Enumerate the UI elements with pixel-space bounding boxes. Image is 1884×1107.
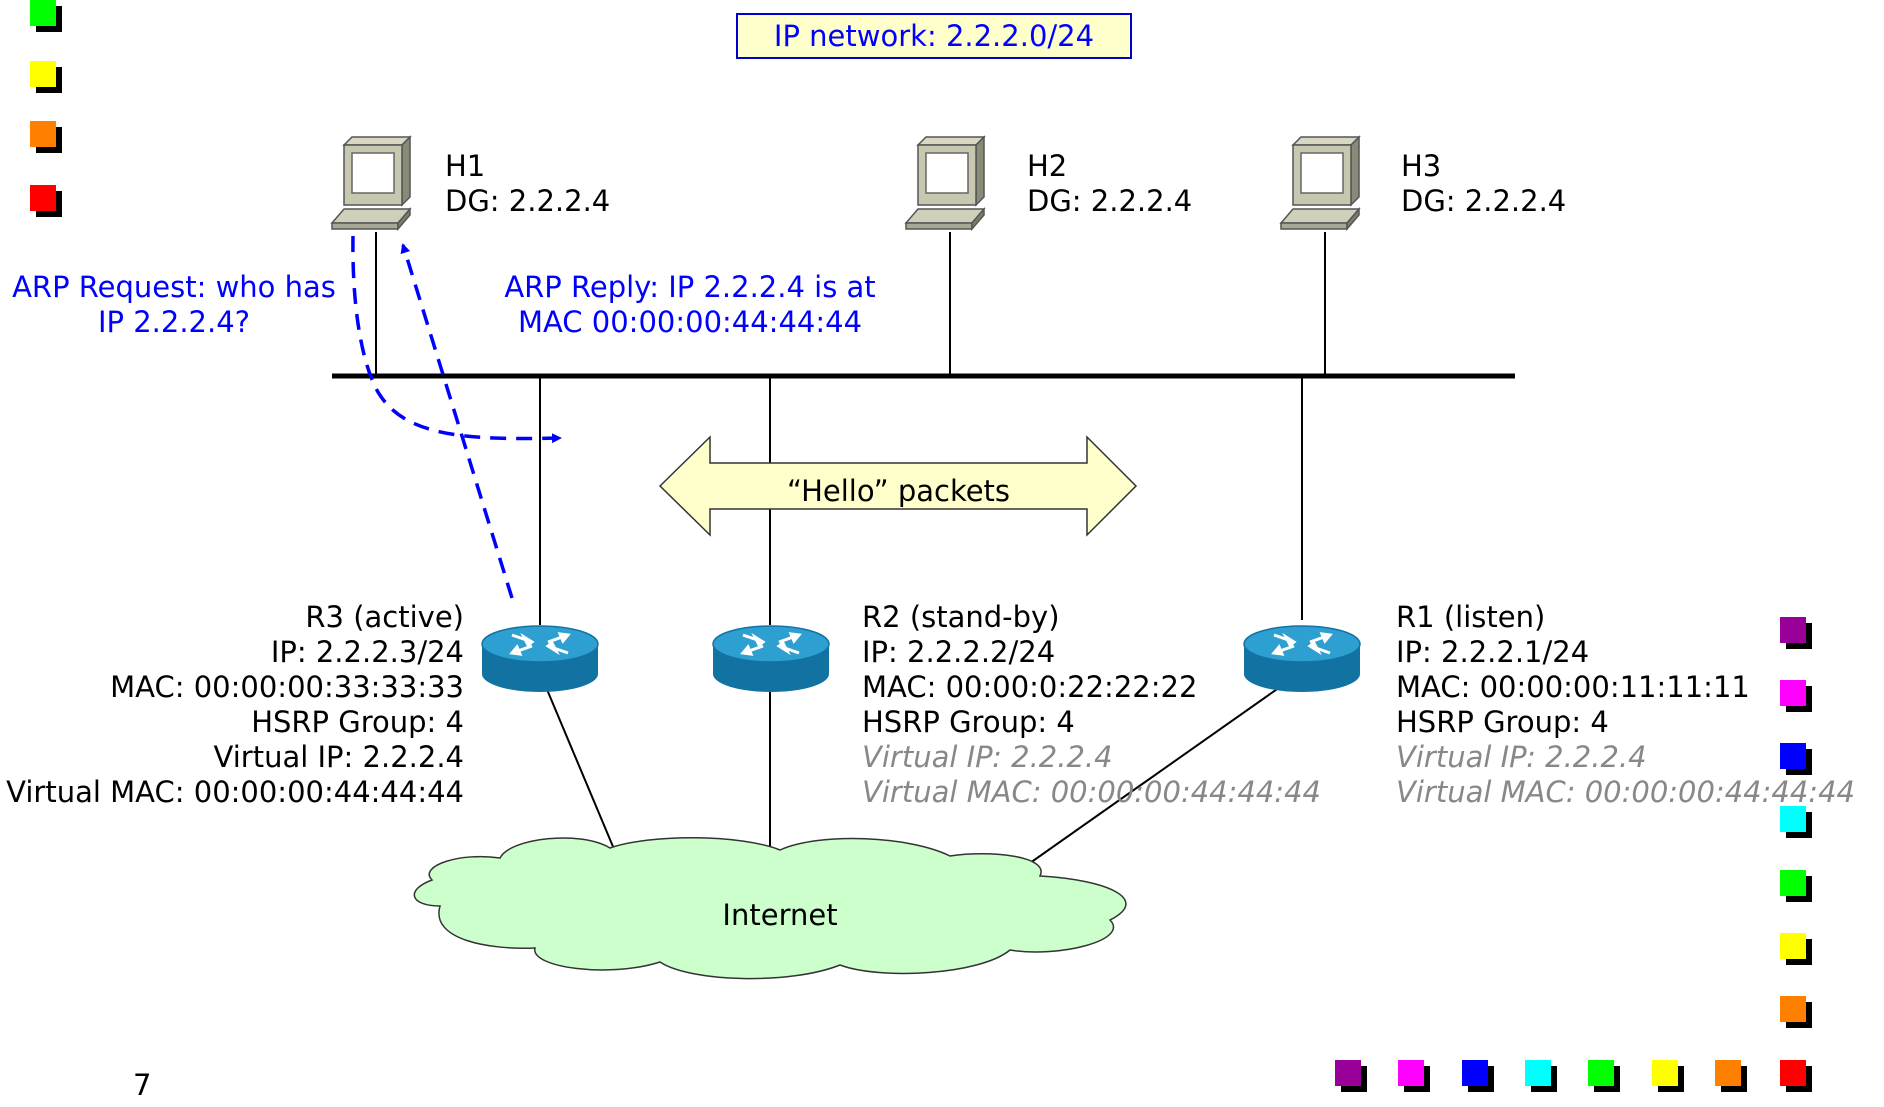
r3-mac: MAC: 00:00:00:33:33:33 (110, 670, 464, 704)
r2-vip: Virtual IP: 2.2.2.4 (862, 740, 1113, 774)
arp-reply-line1: ARP Reply: IP 2.2.2.4 is at (504, 270, 876, 304)
r3-title: R3 (active) (305, 600, 464, 634)
h1-label: H1 DG: 2.2.2.4 (445, 149, 610, 219)
bottom-color-squares (1335, 1060, 1812, 1092)
left-square (30, 185, 56, 211)
internet-label: Internet (722, 898, 838, 932)
r1-title: R1 (listen) (1396, 600, 1546, 634)
r2-ip: IP: 2.2.2.2/24 (862, 635, 1056, 669)
h3-computer-icon (1280, 136, 1360, 230)
h1-name: H1 (445, 149, 486, 183)
r3-router-icon (480, 624, 600, 694)
r3-group: HSRP Group: 4 (251, 705, 464, 739)
arp-request-line2: IP 2.2.2.4? (97, 305, 251, 339)
h2-label: H2 DG: 2.2.2.4 (1027, 149, 1192, 219)
bottom-square (1652, 1060, 1678, 1086)
arp-reply-label: ARP Reply: IP 2.2.2.4 is at MAC 00:00:00… (470, 270, 910, 340)
r2-mac: MAC: 00:00:0:22:22:22 (862, 670, 1198, 704)
left-square (30, 61, 56, 87)
r2-label: R2 (stand-by) IP: 2.2.2.2/24 MAC: 00:00:… (862, 600, 1321, 810)
left-square (30, 121, 56, 147)
right-square (1780, 680, 1806, 706)
right-square (1780, 996, 1806, 1022)
right-square (1780, 806, 1806, 832)
h1-dg: DG: 2.2.2.4 (445, 184, 611, 218)
network-label: IP network: 2.2.2.0/24 (736, 13, 1132, 59)
r2-group: HSRP Group: 4 (862, 705, 1075, 739)
arp-reply-arrow (400, 243, 514, 599)
r2-router-icon (711, 624, 831, 694)
h1-computer-icon (331, 136, 411, 230)
bottom-square (1588, 1060, 1614, 1086)
r3-internet-link (542, 679, 623, 869)
right-color-squares (1780, 617, 1812, 1028)
r1-mac: MAC: 00:00:00:11:11:11 (1396, 670, 1750, 704)
h2-dg: DG: 2.2.2.4 (1027, 184, 1193, 218)
r3-vmac: Virtual MAC: 00:00:00:44:44:44 (6, 775, 464, 809)
arp-request-label: ARP Request: who has IP 2.2.2.4? (4, 270, 344, 340)
h3-dg: DG: 2.2.2.4 (1401, 184, 1567, 218)
r3-vip: Virtual IP: 2.2.2.4 (213, 740, 464, 774)
r1-vip: Virtual IP: 2.2.2.4 (1396, 740, 1647, 774)
r2-title: R2 (stand-by) (862, 600, 1060, 634)
arp-request-line1: ARP Request: who has (12, 270, 336, 304)
hello-label: “Hello” packets (786, 474, 1011, 508)
r1-group: HSRP Group: 4 (1396, 705, 1609, 739)
bottom-square (1462, 1060, 1488, 1086)
r1-ip: IP: 2.2.2.1/24 (1396, 635, 1590, 669)
bottom-square (1715, 1060, 1741, 1086)
r3-label: R3 (active) IP: 2.2.2.3/24 MAC: 00:00:00… (0, 600, 464, 810)
h3-label: H3 DG: 2.2.2.4 (1401, 149, 1566, 219)
right-square (1780, 743, 1806, 769)
right-square (1780, 617, 1806, 643)
bottom-square (1780, 1060, 1806, 1086)
arp-reply-line2: MAC 00:00:00:44:44:44 (517, 305, 863, 339)
page-number: 7 (133, 1068, 152, 1102)
right-square (1780, 870, 1806, 896)
bottom-square (1335, 1060, 1361, 1086)
internet-cloud (413, 837, 1127, 980)
arp-request-arrow (351, 235, 562, 444)
left-color-squares (30, 0, 62, 217)
h2-computer-icon (905, 136, 985, 230)
bottom-square (1525, 1060, 1551, 1086)
bottom-square (1398, 1060, 1424, 1086)
h2-name: H2 (1027, 149, 1068, 183)
right-square (1780, 933, 1806, 959)
r3-ip: IP: 2.2.2.3/24 (270, 635, 464, 669)
r1-internet-link (1012, 679, 1291, 876)
r2-vmac: Virtual MAC: 00:00:00:44:44:44 (862, 775, 1321, 809)
hello-double-arrow (658, 435, 1138, 537)
left-square (30, 0, 56, 26)
h3-name: H3 (1401, 149, 1442, 183)
r1-vmac: Virtual MAC: 00:00:00:44:44:44 (1396, 775, 1855, 809)
r1-label: R1 (listen) IP: 2.2.2.1/24 MAC: 00:00:00… (1396, 600, 1855, 810)
